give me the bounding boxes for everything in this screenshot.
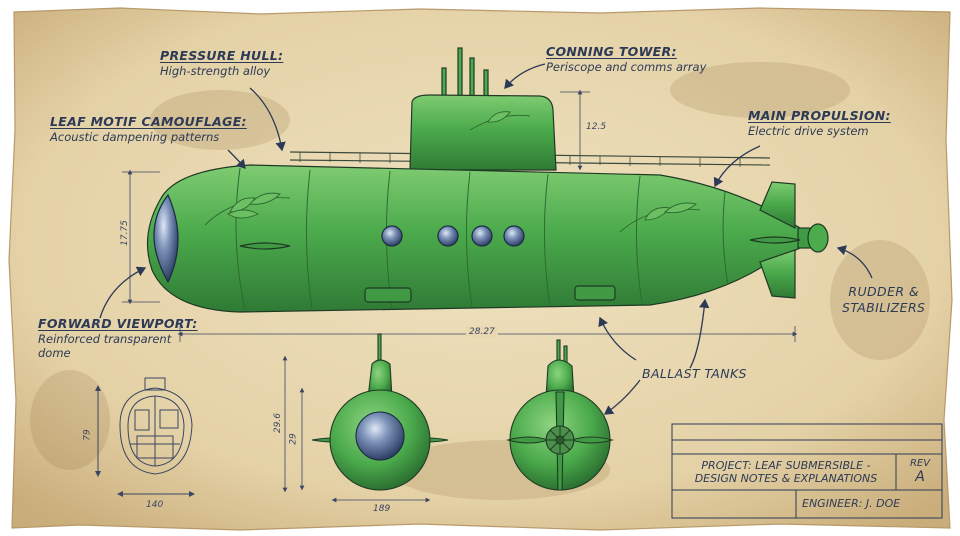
callout-title: LEAF MOTIF CAMOUFLAGE:: [50, 114, 247, 129]
callout-desc: Reinforced transparent: [38, 331, 172, 346]
callout-desc: High-strength alloy: [160, 63, 271, 78]
callout-desc: dome: [38, 346, 71, 360]
callout-title: RUDDER &: [848, 284, 919, 299]
callout-ballast: BALLAST TANKS: [642, 366, 747, 382]
project-line: DESIGN NOTES & EXPLANATIONS: [694, 472, 878, 485]
callout-desc: Acoustic dampening patterns: [50, 129, 220, 144]
callout-title: FORWARD VIEWPORT:: [38, 316, 198, 331]
title-block: [671, 423, 943, 519]
callout-main-propulsion: MAIN PROPULSION: Electric drive system: [748, 108, 891, 138]
callout-rudder: RUDDER & STABILIZERS: [842, 284, 925, 315]
dim-section-width: 140: [146, 500, 164, 510]
callout-pressure-hull: PRESSURE HULL: High-strength alloy: [160, 48, 283, 78]
callout-title: CONNING TOWER:: [546, 44, 677, 59]
front-view: [282, 333, 449, 503]
dim-front-width: 189: [373, 504, 391, 514]
dim-hull-height: 17.75: [119, 220, 130, 246]
callout-title: PRESSURE HULL:: [160, 48, 284, 63]
project-line: PROJECT: LEAF SUBMERSIBLE -: [701, 459, 871, 472]
callout-leaf-motif: LEAF MOTIF CAMOUFLAGE: Acoustic dampenin…: [50, 114, 247, 144]
rev-value: A: [915, 469, 925, 485]
portholes: [381, 225, 525, 247]
callout-forward-viewport: FORWARD VIEWPORT: Reinforced transparent…: [38, 316, 198, 360]
rev-label: REV: [909, 458, 931, 469]
callout-title: BALLAST TANKS: [642, 366, 747, 381]
callout-title: STABILIZERS: [842, 299, 926, 315]
dim-front-total-height: 29.6: [273, 412, 284, 434]
callout-arrows: [99, 63, 873, 415]
cross-section-view: [95, 377, 195, 497]
callout-conning-tower: CONNING TOWER: Periscope and comms array: [546, 44, 706, 74]
callout-title: MAIN PROPULSION:: [748, 108, 891, 123]
leaf-icon: [204, 111, 701, 233]
callout-desc: Electric drive system: [748, 123, 869, 138]
dim-tower-height: 12.5: [586, 122, 607, 132]
rear-view: [505, 339, 615, 491]
dim-section-height: 79: [82, 429, 93, 441]
title-block-rev: REV A: [898, 458, 942, 485]
callout-desc: Periscope and comms array: [546, 59, 707, 74]
dim-overall-length: 28.27: [466, 327, 498, 337]
dim-front-hull-height: 29: [288, 433, 299, 445]
title-block-engineer: ENGINEER: J. DOE: [802, 497, 901, 510]
title-block-project: PROJECT: LEAF SUBMERSIBLE - DESIGN NOTES…: [680, 459, 892, 485]
